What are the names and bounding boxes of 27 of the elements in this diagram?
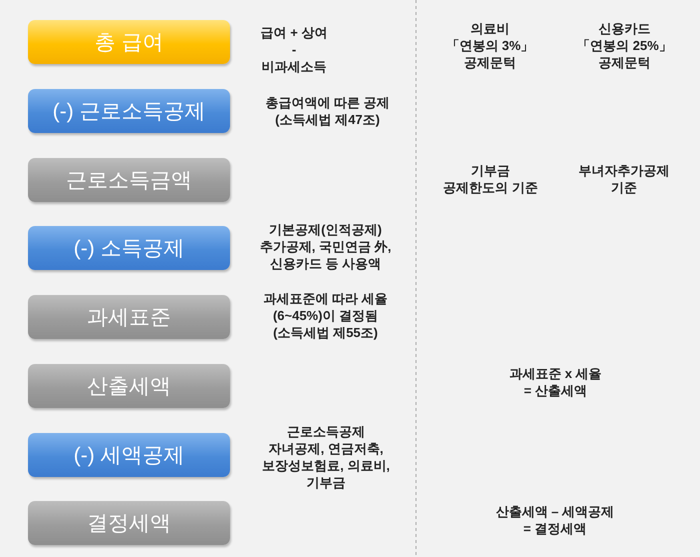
step-label: (-) 세액공제 — [74, 443, 184, 469]
step-box — [28, 364, 230, 408]
step-description: 근로소득공제 자녀공제, 연금저축, 보장성보험료, 의료비, 기부금 — [262, 423, 390, 491]
step-box — [28, 501, 230, 545]
note-text: 기부금 공제한도의 기준 — [442, 162, 539, 196]
step-label: 결정세액 — [87, 511, 171, 537]
step-label: (-) 근로소득공제 — [52, 99, 206, 125]
note-text: 부녀자추가공제 기준 — [578, 162, 670, 196]
step-box — [28, 226, 230, 270]
step-box — [28, 20, 230, 64]
step-box — [28, 433, 230, 477]
step-box — [28, 295, 230, 339]
step-description: 기본공제(인적공제) 추가공제, 국민연금 外, 신용카드 등 사용액 — [258, 221, 392, 272]
step-box — [28, 89, 230, 133]
step-label: 산출세액 — [87, 374, 171, 400]
step-label: 과세표준 — [87, 305, 171, 331]
note-text: 의료비 「연봉의 3%」 공제문턱 — [446, 20, 534, 71]
step-description: 과세표준에 따라 세율(6~45%)이 결정됨 (소득세법 제55조) — [262, 290, 389, 341]
note-text: 산출세액 – 세액공제 = 결정세액 — [494, 503, 616, 537]
step-description: 급여 + 상여 - 비과세소득 — [260, 24, 328, 75]
step-label: 총 급여 — [94, 30, 164, 56]
step-label: (-) 소득공제 — [74, 236, 184, 262]
note-text: 신용카드 「연봉의 25%」 공제문턱 — [576, 20, 673, 71]
note-text: 과세표준 x 세율 = 산출세액 — [508, 365, 603, 399]
step-box — [28, 158, 230, 202]
step-description: 총급여액에 따른 공제 (소득세법 제47조) — [264, 94, 391, 128]
step-label: 근로소득금액 — [66, 168, 192, 194]
